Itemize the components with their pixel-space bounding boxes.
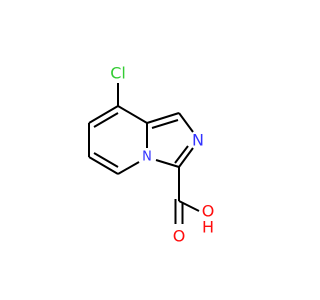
atom-label-layer: Cl N N O H O <box>110 64 214 246</box>
bond-c6-c5-inner <box>93 152 119 168</box>
bond-c6-c5 <box>88 156 119 175</box>
bond-c1-n2 <box>178 112 194 133</box>
bond-c3-n4 <box>155 159 180 168</box>
atom-label-oxygen-hydroxyl: O <box>202 202 215 221</box>
molecule-structure: Cl N N O H O <box>88 64 214 246</box>
atom-label-oxygen-carbonyl: O <box>173 227 186 246</box>
atom-label-nitrogen-imine: N <box>192 131 204 150</box>
bond-layer <box>88 83 200 224</box>
bond-c-acid-oh <box>178 200 200 212</box>
bond-n2-c3 <box>178 147 194 168</box>
atom-label-hydrogen-hydroxyl: H <box>202 218 214 237</box>
atom-label-nitrogen-bridge: N <box>142 150 152 165</box>
bond-c8a-c1-inner <box>151 119 179 129</box>
atom-label-chlorine: Cl <box>110 64 126 83</box>
bond-c8a-c1 <box>146 112 180 124</box>
bond-c5-n4 <box>117 161 140 175</box>
bond-c8-c8a <box>117 105 148 124</box>
bond-n2-c3-inner <box>174 145 189 164</box>
bond-c8-c7-inner <box>93 112 119 128</box>
bond-c8-c7 <box>88 105 119 124</box>
